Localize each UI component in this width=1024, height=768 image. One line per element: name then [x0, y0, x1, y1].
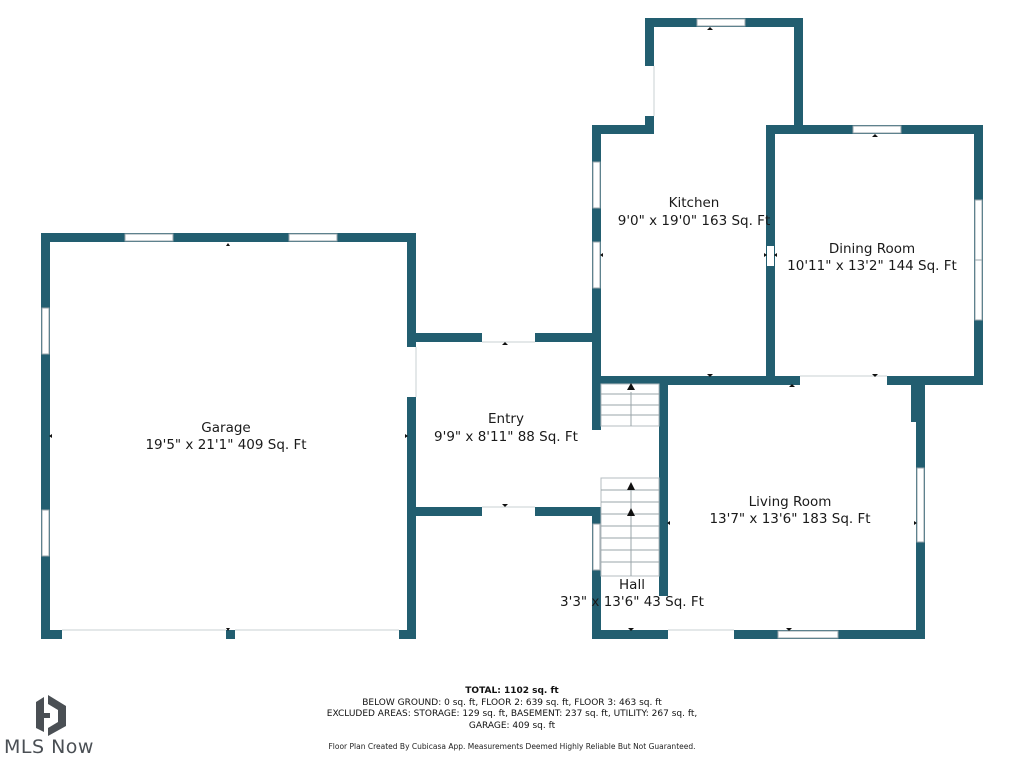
living-window-bottom: [777, 630, 839, 639]
kitchen-dimensions: 9'0" x 19'0" 163 Sq. Ft: [618, 213, 771, 229]
kitchen-window-top: [696, 18, 746, 27]
dining-window-right-2: [974, 259, 983, 321]
opening-markers: [49, 27, 917, 631]
floor-areas: BELOW GROUND: 0 sq. ft, FLOOR 2: 639 sq.…: [362, 697, 662, 708]
living-room-name: Living Room: [749, 494, 832, 510]
garage-name: Garage: [201, 420, 250, 436]
entry-dimensions: 9'9" x 8'11" 88 Sq. Ft: [434, 429, 578, 445]
dining-room-name: Dining Room: [829, 241, 915, 257]
kitchen-name: Kitchen: [669, 195, 720, 211]
entry-walls: [416, 333, 601, 516]
hall-walls: [592, 516, 668, 639]
kitchen-window-left-1: [592, 161, 601, 209]
disclaimer: Floor Plan Created By Cubicasa App. Meas…: [328, 742, 696, 751]
garage-window-top-1: [124, 233, 174, 242]
garage-dimensions: 19'5" x 21'1" 409 Sq. Ft: [145, 437, 306, 453]
kitchen-window-left-2: [592, 241, 601, 289]
garage-window-left-1: [41, 307, 50, 355]
area-summary: TOTAL: 1102 sq. ft BELOW GROUND: 0 sq. f…: [300, 686, 724, 732]
dining-window-right-1: [974, 199, 983, 261]
hall-name: Hall: [619, 577, 645, 593]
garage-window-left-2: [41, 509, 50, 557]
garage-door-opening-2: [235, 630, 399, 639]
garage-walls: [41, 233, 416, 639]
hall-window-left: [592, 523, 601, 571]
dining-room-dimensions: 10'11" x 13'2" 144 Sq. Ft: [787, 258, 957, 274]
excluded-areas-garage: GARAGE: 409 sq. ft: [468, 720, 556, 731]
mls-now-logo-icon: [36, 695, 66, 736]
staircase: [600, 383, 660, 577]
garage-window-top-2: [288, 233, 338, 242]
living-room-dimensions: 13'7" x 13'6" 183 Sq. Ft: [709, 511, 870, 527]
living-window-right: [916, 467, 925, 543]
mls-now-logo-text: MLS Now: [4, 736, 94, 758]
excluded-areas: EXCLUDED AREAS: STORAGE: 129 sq. ft, BAS…: [326, 709, 698, 719]
garage-door-opening-1: [62, 630, 226, 639]
dining-window-top: [852, 125, 902, 134]
total-area: TOTAL: 1102 sq. ft: [465, 686, 559, 696]
entry-name: Entry: [488, 411, 524, 427]
floor-plan: Garage 19'5" x 21'1" 409 Sq. Ft Entry 9'…: [41, 18, 983, 639]
hall-dimensions: 3'3" x 13'6" 43 Sq. Ft: [560, 594, 704, 610]
